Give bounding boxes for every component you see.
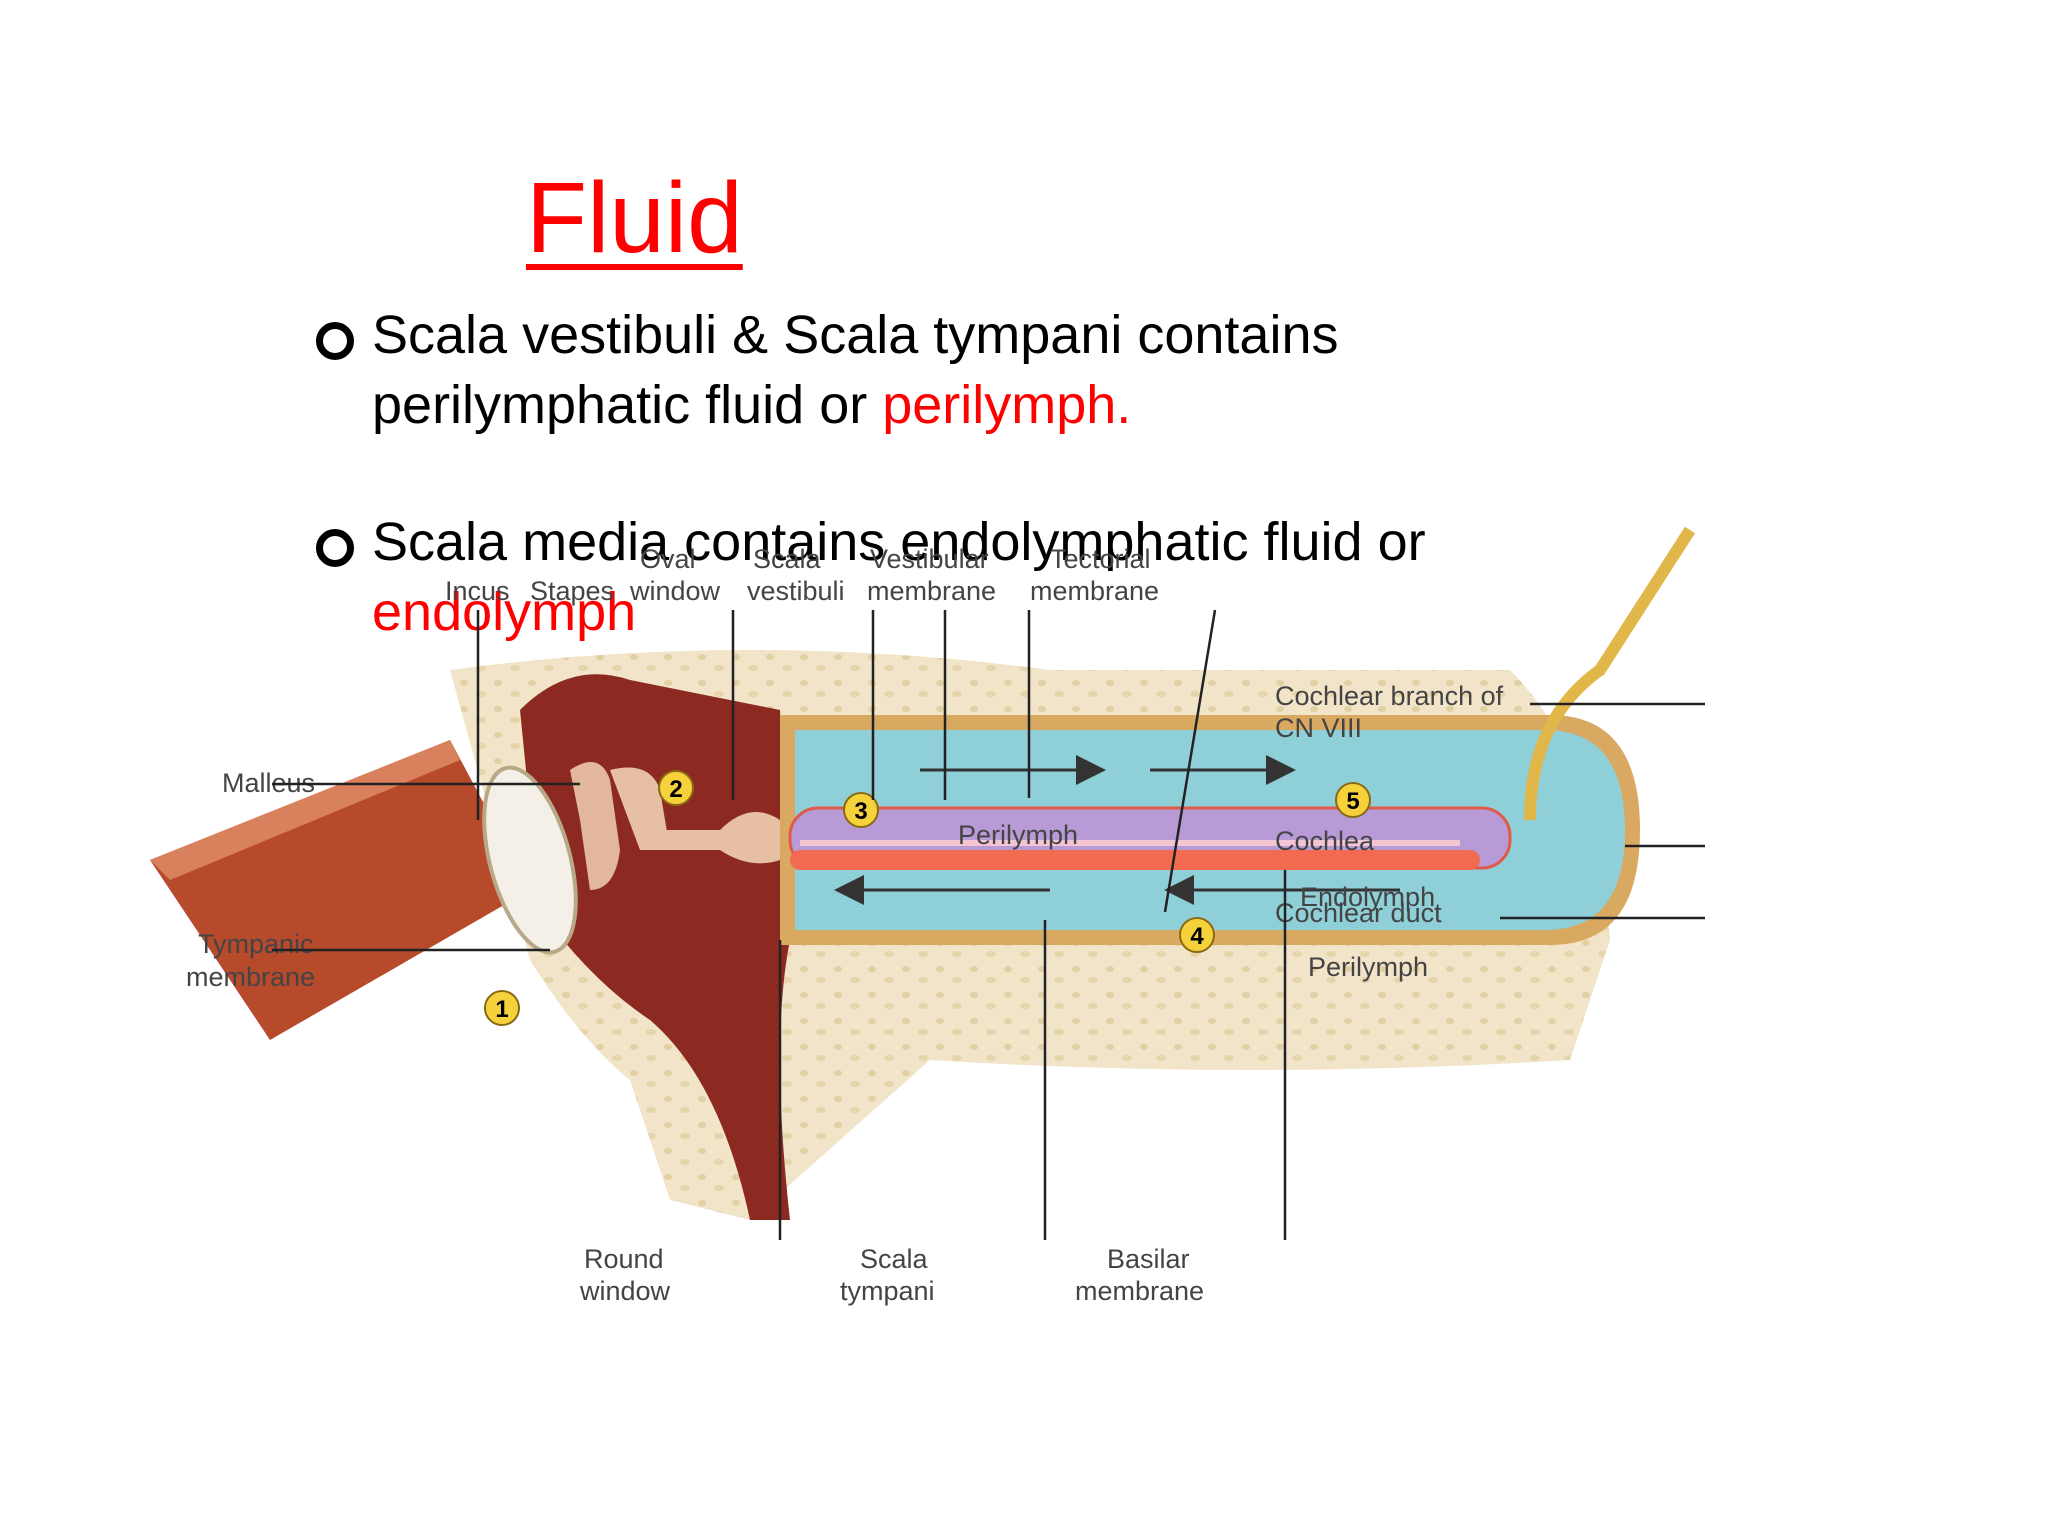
label-incus: Incus — [445, 576, 510, 606]
label-perilymph-bottom: Perilymph — [1308, 952, 1428, 982]
svg-text:2: 2 — [669, 776, 682, 803]
step-badge-2: 2 — [658, 770, 694, 806]
label-tympanic-membrane: membrane — [186, 962, 315, 992]
cochlear-nerve — [1524, 526, 1696, 821]
highlight-term: perilymph. — [882, 375, 1132, 435]
incus — [610, 767, 670, 850]
bullet-ring-icon — [316, 322, 354, 360]
bullet-line: Scala vestibuli & Scala tympani contains — [372, 305, 1339, 365]
highlight-term: endolymph — [372, 582, 637, 642]
label-stapes: Stapes — [530, 576, 614, 606]
label-scala-tympani: Scala — [860, 1244, 929, 1274]
label-scala-tympani: tympani — [840, 1276, 935, 1306]
label-cochlear-branch: Cochlear branch of — [1275, 681, 1504, 711]
label-oval-window: window — [629, 576, 721, 606]
svg-text:5: 5 — [1346, 788, 1359, 815]
tympanic-membrane — [482, 765, 578, 955]
malleus — [570, 762, 620, 890]
slide-title: Fluid — [526, 162, 743, 274]
label-vestibular-membrane: membrane — [867, 576, 996, 606]
label-cochlea: Cochlea — [1275, 826, 1375, 856]
bullet-ring-icon — [316, 529, 354, 567]
svg-text:4: 4 — [1190, 923, 1204, 950]
step-badge-1: 1 — [484, 990, 520, 1026]
label-tympanic-membrane: Tympanic — [198, 929, 314, 959]
svg-text:3: 3 — [854, 798, 867, 825]
label-perilymph-top: Perilymph — [958, 820, 1078, 850]
bullet-line: Scala media contains endolymphatic fluid… — [372, 512, 1426, 572]
label-tectorial-membrane: membrane — [1030, 576, 1159, 606]
label-scala-vestibuli: vestibuli — [747, 576, 845, 606]
label-cochlear-branch: CN VIII — [1275, 713, 1362, 743]
label-vestibular-membrane: Vestibular — [870, 544, 989, 574]
leader-line — [1163, 609, 1217, 913]
label-round-window: Round — [584, 1244, 664, 1274]
basilar-membrane — [790, 850, 1480, 870]
label-oval-window: Oval — [640, 544, 696, 574]
label-round-window: window — [579, 1276, 671, 1306]
label-cochlear-duct: Cochlear duct — [1275, 898, 1442, 928]
cochlea-diagram: 1 2 3 4 5 Perilymph Endolymph Perilymph … — [150, 526, 1705, 1306]
step-badge-3: 3 — [843, 792, 879, 828]
stapes — [650, 812, 780, 864]
ear-canal — [150, 740, 530, 1040]
label-endolymph: Endolymph — [1300, 882, 1435, 912]
label-scala-vestibuli: Scala — [753, 544, 822, 574]
label-basilar-membrane: membrane — [1075, 1276, 1204, 1306]
step-badge-5: 5 — [1335, 782, 1371, 818]
svg-text:1: 1 — [495, 996, 508, 1023]
step-badge-4: 4 — [1179, 917, 1215, 953]
bullet-text: perilymphatic fluid or — [372, 375, 883, 435]
label-tectorial-membrane: Tectorial — [1050, 544, 1151, 574]
label-basilar-membrane: Basilar — [1107, 1244, 1190, 1274]
